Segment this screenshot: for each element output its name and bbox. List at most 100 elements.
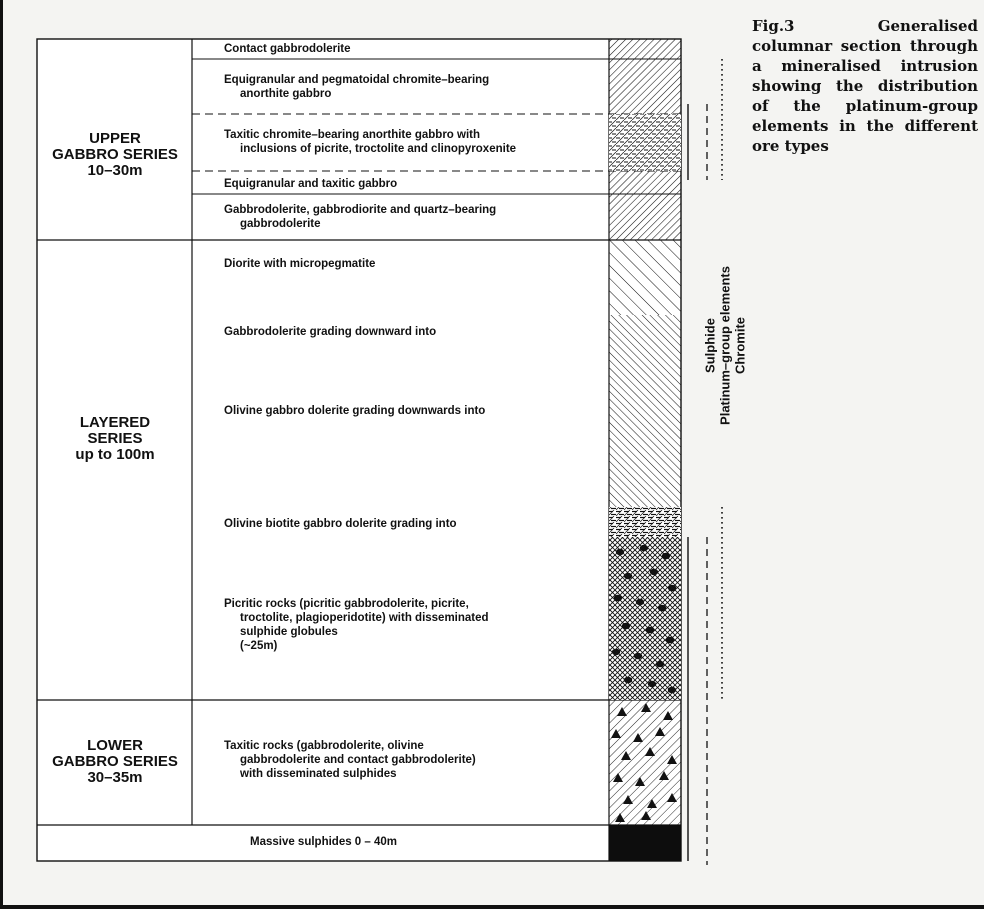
unit-label-gabbrodolerite-grading: Gabbrodolerite grading downward into [224,325,436,339]
sulphide-globule [665,636,675,644]
lith-contact-gabbrodolerite [609,39,681,59]
lith-picritic-rocks [609,537,681,700]
taxitic-sulphide-triangles [611,703,677,822]
unit-line: with disseminated sulphides [240,768,397,780]
unit-label-gabbrodolerite-quartz: Gabbrodolerite, gabbrodiorite and quartz… [224,203,496,231]
unit-line: (~25m) [240,640,278,652]
lith-taxitic-chromite-gabbro [609,114,681,171]
sulphide-triangle [621,751,631,760]
unit-line: troctolite, plagioperidotite) with disse… [240,612,489,624]
lith-gabbrodolerite-olivine-gabbro [609,315,681,507]
sulphide-triangle [655,727,665,736]
unit-line: Contact gabbrodolerite [224,43,351,55]
sulphide-triangle [647,799,657,808]
sulphide-globule [647,680,657,688]
unit-line: Gabbrodolerite, gabbrodiorite and quartz… [224,204,497,216]
lithology-column [609,39,681,861]
sulphide-triangle [623,795,633,804]
sulphide-globule [657,604,667,612]
unit-label-equigranular-chromite-gabbro: Equigranular and pegmatoidal chromite–be… [224,73,489,101]
sulphide-triangle [635,777,645,786]
unit-line: gabbrodolerite [240,218,321,230]
unit-label-taxitic-chromite-gabbro: Taxitic chromite–bearing anorthite gabbr… [224,128,516,156]
sulphide-globule [613,594,623,602]
series-name-line: SERIES [87,430,143,447]
sulphide-triangle [641,703,651,712]
sulphide-globule [667,686,677,694]
sulphide-globule [621,622,631,630]
sulphide-globule [635,598,645,606]
unit-line: gabbrodolerite and contact gabbrodolerit… [240,754,476,766]
sulphide-globule [623,676,633,684]
unit-label-equigranular-taxitic-gabbro: Equigranular and taxitic gabbro [224,177,397,191]
sulphide-globule [655,660,665,668]
series-name-line: GABBRO SERIES [52,146,178,163]
series-label-lower: LOWER GABBRO SERIES 30–35m [40,738,190,786]
unit-line: anorthite gabbro [240,88,332,100]
series-name-line: UPPER [89,130,141,147]
unit-line: sulphide globules [240,626,338,638]
sulphide-globule [615,548,625,556]
unit-line: inclusions of picrite, troctolite and cl… [240,143,517,155]
left-border [0,0,3,909]
sulphide-globule [667,584,677,592]
sulphide-globule [623,572,633,580]
lith-equigranular-chromite-gabbro [609,59,681,114]
unit-line: Gabbrodolerite grading downward into [224,326,437,338]
series-label-layered: LAYERED SERIES up to 100m [40,415,190,463]
unit-label-diorite: Diorite with micropegmatite [224,257,375,271]
unit-line: Equigranular and pegmatoidal chromite–be… [224,74,490,86]
series-name-line: LOWER [87,737,143,754]
legend-sulphide: Sulphide [702,318,718,373]
sulphide-globule [645,626,655,634]
unit-line: Olivine biotite gabbro dolerite grading … [224,518,457,530]
lith-equigranular-taxitic-gabbro [609,171,681,194]
unit-line: Taxitic chromite–bearing anorthite gabbr… [224,129,481,141]
unit-label-contact-gabbrodolerite: Contact gabbrodolerite [224,42,351,56]
unit-label-olivine-biotite: Olivine biotite gabbro dolerite grading … [224,517,457,531]
sulphide-triangle [645,747,655,756]
sulphide-globule [633,652,643,660]
unit-label-taxitic-rocks: Taxitic rocks (gabbrodolerite, olivine g… [224,739,476,781]
sulphide-triangle [641,811,651,820]
sulphide-globule [611,648,621,656]
lith-gabbrodolerite-quartz [609,194,681,240]
massive-sulphides-label: Massive sulphides 0 – 40m [249,836,398,848]
sulphide-triangle [667,793,677,802]
sulphide-globule [661,552,671,560]
series-label-upper: UPPER GABBRO SERIES 10–30m [40,131,190,179]
sulphide-triangle [633,733,643,742]
series-name-line: LAYERED [79,414,151,431]
unit-label-olivine-gabbro-dolerite: Olivine gabbro dolerite grading downward… [224,404,485,418]
sulphide-globule [649,568,659,576]
sulphide-triangle [615,813,625,822]
figure-caption: Fig.3 Generalised columnar section throu… [752,17,978,155]
series-thickness: 30–35m [87,769,143,786]
table-outline [36,38,682,862]
unit-line: Picritic rocks (picritic gabbrodolerite,… [224,598,469,610]
sulphide-triangle [659,771,669,780]
ore-distribution-lines [687,59,723,865]
sulphide-triangle [617,707,627,716]
lith-olivine-biotite-gabbro [609,507,681,537]
lith-diorite-micropegmatite [609,240,681,315]
unit-line: Olivine gabbro dolerite grading downward… [224,405,486,417]
series-thickness: 10–30m [87,162,143,179]
picrite-sulphide-globules [611,544,677,694]
series-name-line: GABBRO SERIES [52,753,178,770]
bottom-border [0,905,984,909]
legend-chromite: Chromite [732,316,748,375]
unit-line: Equigranular and taxitic gabbro [224,178,398,190]
sulphide-triangle [611,729,621,738]
sulphide-triangle [667,755,677,764]
series-thickness: up to 100m [75,446,155,463]
lith-massive-sulphides [609,825,681,861]
unit-label-picritic-rocks: Picritic rocks (picritic gabbrodolerite,… [224,597,489,653]
sulphide-triangle [663,711,673,720]
sulphide-triangle [613,773,623,782]
unit-line: Diorite with micropegmatite [224,258,376,270]
legend-platinum-group-elements: Platinum–group elements [717,266,733,425]
sulphide-globule [639,544,649,552]
